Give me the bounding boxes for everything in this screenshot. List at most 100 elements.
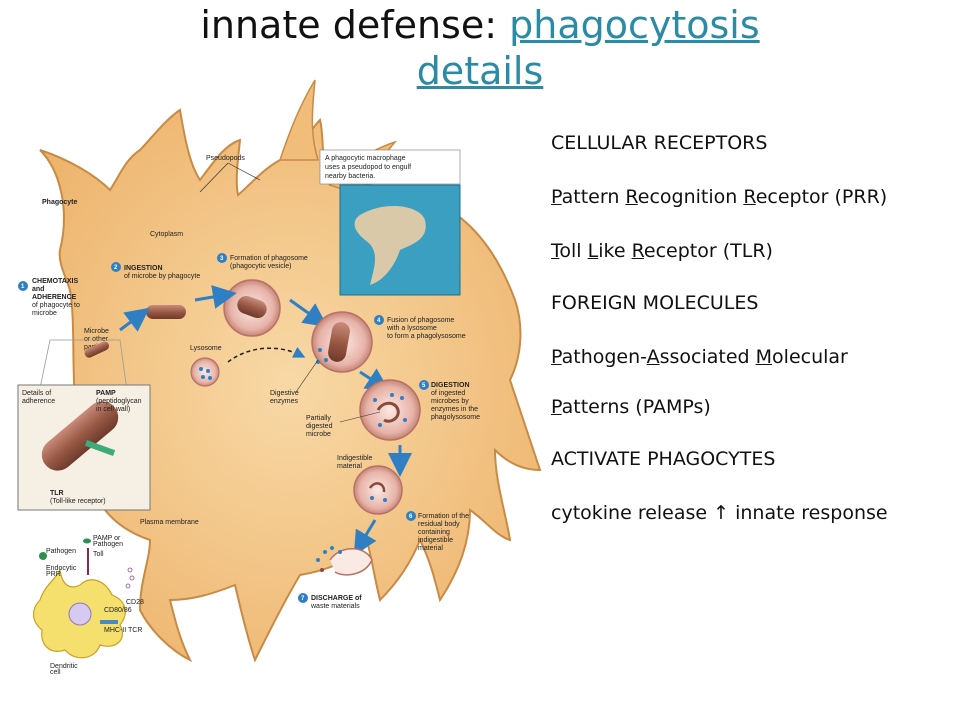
dc-cytokine-dot bbox=[129, 575, 135, 581]
list-text: athogen- bbox=[561, 346, 647, 368]
step-1-line-5: microbe bbox=[32, 310, 57, 317]
underlined-initial: L bbox=[587, 240, 599, 262]
pamp-label-2: (peptidoglycan bbox=[96, 398, 142, 405]
digestive-enzymes-label-2: enzymes bbox=[270, 398, 299, 405]
indigestible-material-shape bbox=[368, 482, 386, 493]
macrophage-photo-cell bbox=[354, 205, 426, 285]
step-3-marker bbox=[217, 253, 227, 263]
enzyme-dot bbox=[403, 418, 407, 422]
enzyme-dot bbox=[390, 393, 394, 397]
cytoplasm-label: Cytoplasm bbox=[150, 231, 183, 238]
step-1-marker bbox=[18, 281, 28, 291]
microbe-entering bbox=[146, 305, 186, 319]
arrow-3-to-4 bbox=[289, 298, 328, 327]
list-text: cytokine release bbox=[551, 502, 714, 524]
enzyme-dot bbox=[324, 358, 328, 362]
step-6-marker bbox=[406, 511, 416, 521]
title-prefix: innate defense: bbox=[200, 3, 510, 47]
step-5-number: 5 bbox=[422, 383, 426, 389]
list-text: FOREIGN MOLECULES bbox=[551, 292, 759, 314]
microbe-label-1: Microbe bbox=[84, 328, 109, 335]
underlined-initial: R bbox=[625, 186, 638, 208]
phagocytosis-link[interactable]: phagocytosis bbox=[509, 3, 760, 47]
phagosome-microbe bbox=[237, 295, 267, 319]
dc-toll-label: Toll bbox=[93, 551, 104, 558]
enzyme-dot bbox=[378, 423, 382, 427]
lysosome-dashed-arrow bbox=[227, 346, 306, 363]
digestive-enzymes-label-1: Digestive bbox=[270, 390, 299, 397]
dc-cd80-86-label: CD80/86 bbox=[104, 607, 132, 614]
enzyme-dot bbox=[400, 396, 404, 400]
underlined-initial: A bbox=[646, 346, 660, 368]
step-6-line-1: Formation of the bbox=[418, 513, 469, 520]
indigestible-label-1: Indigestible bbox=[337, 455, 373, 462]
details-link[interactable]: details bbox=[416, 49, 544, 93]
step-5-line-5: phagolysosome bbox=[431, 414, 480, 421]
step-1-line-3: ADHERENCE bbox=[32, 294, 77, 301]
tlr-label-2: (Toll-like receptor) bbox=[50, 498, 106, 505]
enzyme-dot bbox=[370, 496, 374, 500]
details-adherence-label-1: Details of bbox=[22, 390, 51, 397]
step-2-marker bbox=[111, 262, 121, 272]
step-5-line-1: DIGESTION bbox=[431, 382, 470, 389]
dc-cytokine-dot bbox=[125, 583, 131, 589]
inset-caption-3: nearby bacteria. bbox=[325, 173, 375, 180]
list-text: olecular bbox=[772, 346, 848, 368]
step-4-line-1: Fusion of phagosome bbox=[387, 317, 454, 324]
step-7-line-2: waste materials bbox=[310, 603, 360, 610]
plasma-membrane-label: Plasma membrane bbox=[140, 519, 199, 526]
partially-digested-label-1: Partially bbox=[306, 415, 331, 422]
details-adherence-label-2: adherence bbox=[22, 398, 55, 405]
list-text: ecognition bbox=[637, 186, 744, 208]
list-text: innate response bbox=[729, 502, 888, 524]
step-2-line-2: of microbe by phagocyte bbox=[124, 273, 200, 280]
inset-caption-2: uses a pseudopod to engulf bbox=[325, 164, 411, 171]
dc-pamp-label-1: PAMP or bbox=[93, 535, 121, 542]
step-4-line-3: to form a phagolysosome bbox=[387, 333, 466, 340]
arrow-6-to-7 bbox=[353, 519, 377, 556]
list-line-1: CELLULAR RECEPTORS bbox=[551, 132, 767, 154]
dc-tcr-label: TCR bbox=[128, 627, 142, 634]
underlined-initial: P bbox=[551, 396, 562, 418]
dc-pathogen bbox=[39, 552, 47, 560]
list-line-5: Pathogen-Associated Molecular bbox=[551, 346, 848, 368]
inset-caption-box bbox=[319, 149, 461, 185]
enzyme-dot bbox=[383, 498, 387, 502]
underlined-initial: R bbox=[631, 240, 644, 262]
dc-pamp-shape bbox=[83, 538, 91, 544]
step-6-line-3: containing bbox=[418, 529, 450, 536]
step-2-number: 2 bbox=[114, 265, 118, 271]
dc-mhc-ii-label: MHC-II bbox=[104, 627, 126, 634]
list-line-3: Toll Like Receptor (TLR) bbox=[551, 240, 773, 262]
partially-digested-label-2: digested bbox=[306, 423, 333, 430]
adherence-microbe bbox=[41, 401, 119, 471]
discharge-opening bbox=[329, 548, 373, 576]
enzyme-dot bbox=[199, 367, 203, 371]
step-2-line-1: INGESTION bbox=[124, 265, 163, 272]
arrow-2-to-3 bbox=[194, 285, 237, 309]
step-3-line-1: Formation of phagosome bbox=[230, 255, 308, 262]
waste-dot bbox=[323, 550, 327, 554]
slide-title: innate defense: phagocytosis details bbox=[0, 2, 960, 94]
step-3-line-2: (phagocytic vesicle) bbox=[230, 263, 291, 270]
dc-dendritic-label-2: cell bbox=[50, 669, 61, 676]
indigestible-label-2: material bbox=[337, 463, 362, 470]
dendritic-cell-nucleus bbox=[68, 602, 92, 626]
dc-dendritic-label-1: Dendritic bbox=[50, 663, 78, 670]
step-1-line-1: CHEMOTAXIS bbox=[32, 278, 78, 285]
step-1-number: 1 bbox=[21, 284, 25, 290]
partially-digested-label-3: microbe bbox=[306, 431, 331, 438]
list-line-2: Pattern Recognition Receptor (PRR) bbox=[551, 186, 887, 208]
step-5-line-3: microbes by bbox=[431, 398, 469, 405]
underlined-initial: M bbox=[755, 346, 773, 368]
dc-pamp-label-2: Pathogen bbox=[93, 541, 123, 548]
step-3-number: 3 bbox=[220, 256, 224, 262]
step-7-number: 7 bbox=[301, 596, 305, 602]
arrow-1-to-2 bbox=[119, 307, 150, 332]
tlr-label-1: TLR bbox=[50, 490, 64, 497]
list-text: eceptor (PRR) bbox=[755, 186, 888, 208]
pamp-label-3: in cell wall) bbox=[96, 406, 130, 413]
list-text: attern bbox=[561, 186, 626, 208]
list-text: ike bbox=[598, 240, 632, 262]
dc-cd28-label: CD28 bbox=[126, 599, 144, 606]
